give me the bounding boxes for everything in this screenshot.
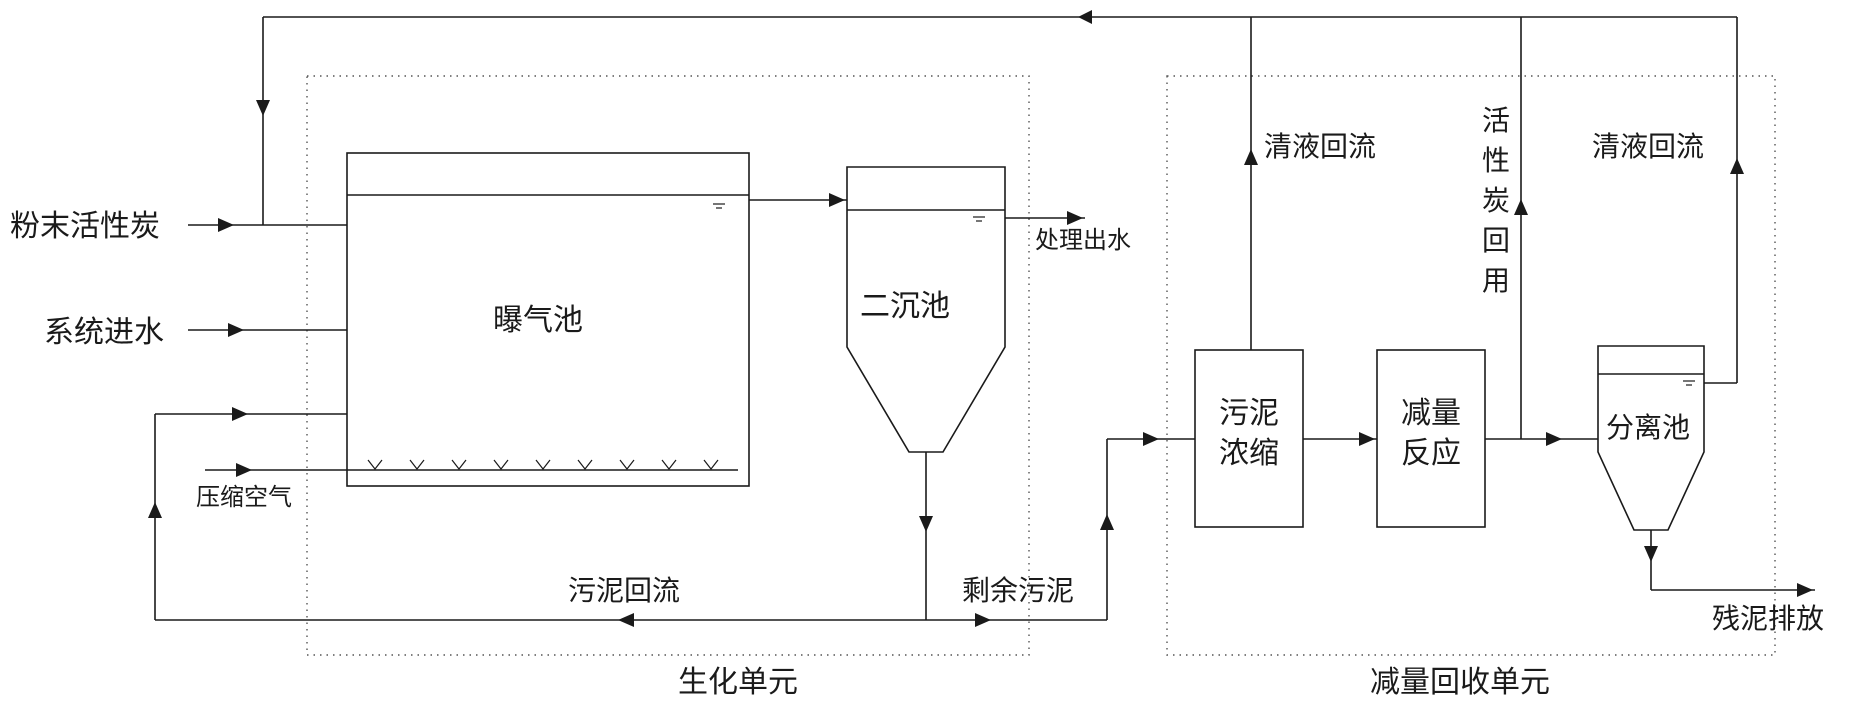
top-recycle-line — [256, 10, 1737, 225]
powdered-carbon-label: 粉末活性炭 — [10, 209, 160, 244]
aeration-tank — [346, 152, 750, 487]
carbon-reuse-line — [1514, 17, 1528, 439]
carbon-reuse-char: 性 — [1482, 144, 1510, 177]
sludge-thickening-box — [1194, 349, 1304, 528]
residual-sludge-line — [1644, 530, 1815, 597]
system-inflow-line — [188, 323, 347, 337]
carbon-reuse-char: 炭 — [1482, 184, 1510, 217]
residual-sludge-label: 残泥排放 — [1712, 602, 1824, 635]
excess-sludge-label: 剩余污泥 — [962, 574, 1074, 607]
secondary-clarifier-label: 二沉池 — [860, 289, 950, 324]
compressed-air-diffuser — [205, 459, 738, 477]
aeration-tank-label: 曝气池 — [493, 303, 583, 338]
reduction-recovery-unit-label: 减量回收单元 — [1370, 665, 1550, 700]
clarifier-underflow-line — [919, 452, 933, 620]
separation-clear-return-line — [1704, 17, 1744, 384]
powdered-carbon-inlet — [188, 218, 347, 232]
sludge-return-label: 污泥回流 — [568, 574, 680, 607]
compressed-air-label: 压缩空气 — [196, 483, 292, 511]
biochemical-unit-label: 生化单元 — [678, 665, 798, 700]
sludge-thickening-label-line1: 污泥 — [1219, 396, 1279, 431]
secondary-clarifier — [846, 166, 1006, 453]
system-inflow-label: 系统进水 — [44, 315, 164, 350]
separation-tank-label: 分离池 — [1606, 411, 1690, 444]
treated-effluent-label: 处理出水 — [1035, 226, 1131, 254]
thickening-clear-return-line — [1244, 17, 1258, 350]
carbon-reuse-label: 活 性 炭 回 用 — [1482, 104, 1510, 297]
sludge-thickening-label-line2: 浓缩 — [1219, 436, 1279, 471]
clear-liquid-return-label-2: 清液回流 — [1592, 130, 1704, 163]
treated-effluent-line — [1005, 211, 1085, 225]
clear-liquid-return-label-1: 清液回流 — [1264, 130, 1376, 163]
reduction-reaction-label-line1: 减量 — [1401, 396, 1461, 431]
carbon-reuse-char: 活 — [1482, 104, 1510, 137]
sludge-return-loop — [148, 407, 923, 627]
thickening-to-reduction-line — [1303, 432, 1377, 446]
aeration-to-clarifier-line — [749, 193, 847, 207]
carbon-reuse-char: 回 — [1482, 224, 1510, 257]
reduction-to-separation-line — [1485, 432, 1598, 446]
excess-sludge-line — [923, 432, 1195, 627]
reduction-reaction-label-line2: 反应 — [1401, 436, 1461, 471]
reduction-recovery-unit-frame — [1166, 75, 1776, 656]
separation-tank — [1597, 345, 1705, 531]
reduction-reaction-box — [1376, 349, 1486, 528]
carbon-reuse-char: 用 — [1482, 264, 1510, 297]
